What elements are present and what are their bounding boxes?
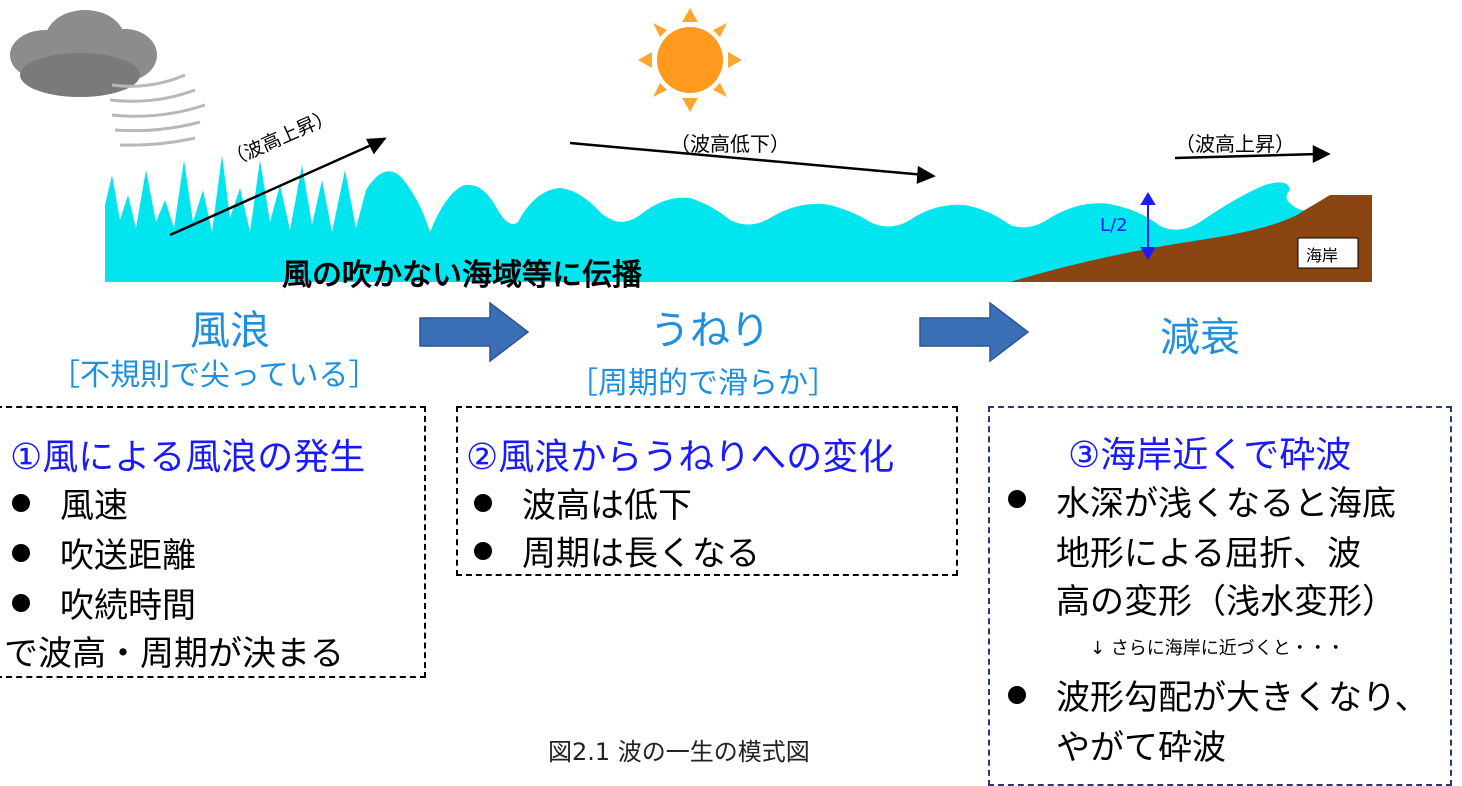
box1-bullet-2-text: 吹送距離: [60, 536, 196, 576]
half-wavelength-marker: [1140, 192, 1156, 260]
box2-bullet-2-text: 周期は長くなる: [522, 534, 760, 574]
box3-bullet-1-line-2: 地形による屈折、波: [1056, 534, 1361, 574]
box3-note: ↓ さらに海岸に近づくと・・・: [1090, 638, 1345, 659]
box3-title: ③海岸近くで砕波: [1068, 435, 1352, 476]
box-breaking-near-coast: ③海岸近くで砕波 水深が浅くなると海底 地形による屈折、波 高の変形（浅水変形）…: [988, 406, 1452, 786]
box1-footer: で波高・周期が決まる: [4, 634, 344, 674]
propagation-label: 風の吹かない海域等に伝播: [282, 258, 642, 293]
box3-bullet-1-line-1: 水深が浅くなると海底: [1056, 484, 1396, 524]
wind-lines: [109, 73, 206, 147]
box3-bullet-1-line-3: 高の変形（浅水変形）: [1056, 582, 1396, 622]
bullet-dot: [1008, 490, 1026, 508]
bullet-dot: [12, 543, 30, 562]
box2-title: ②風浪からうねりへの変化: [466, 437, 895, 478]
box1-title: ①風による風浪の発生: [10, 437, 366, 478]
box2-bullet-1-text: 波高は低下: [522, 486, 692, 526]
coast-land: [1010, 195, 1372, 282]
box2-bullet-1: 波高は低下: [474, 478, 692, 527]
stage-arrow-2: [919, 301, 1030, 363]
stage-decay: 減衰: [1160, 315, 1240, 361]
box1-bullet-1: 風速: [12, 478, 128, 527]
arrow-label-rise-2: （波高上昇）: [1175, 132, 1295, 156]
half-wavelength-label: L/2: [1100, 215, 1128, 236]
stage-swell-sub: ［周期的で滑らか］: [568, 366, 838, 401]
coast-label-box: [1297, 237, 1359, 269]
box1-bullet-3: 吹続時間: [12, 578, 196, 627]
stage-swell: うねり: [650, 308, 770, 354]
box3-bullet-2-line-1: 波形勾配が大きくなり、: [1056, 678, 1429, 718]
bullet-dot: [474, 493, 492, 512]
arrow-label-fall: （波高低下）: [670, 132, 790, 156]
bullet-dot: [12, 493, 30, 512]
box1-bullet-1-text: 風速: [60, 486, 128, 526]
box1-bullet-2: 吹送距離: [12, 528, 196, 577]
bullet-dot: [474, 541, 492, 560]
bullet-dot: [12, 593, 30, 612]
coast-label: 海岸: [1306, 246, 1339, 265]
stage-wind-wave-sub: ［不規則で尖っている］: [50, 358, 379, 393]
box2-bullet-2: 周期は長くなる: [474, 526, 760, 575]
stage-wind-wave: 風浪: [190, 308, 270, 354]
bullet-dot: [1008, 686, 1026, 704]
box-wind-wave-generation: ①風による風浪の発生 風速 吹送距離 吹続時間 で波高・周期が決まる: [0, 406, 426, 678]
sun-icon: [638, 8, 742, 112]
box1-bullet-3-text: 吹続時間: [60, 586, 196, 626]
trend-arrows: [169, 137, 1331, 237]
sea-water: [105, 155, 1330, 282]
figure-caption: 図2.1 波の一生の模式図: [548, 738, 810, 766]
stage-arrow-1: [419, 301, 530, 363]
box-swell-change: ②風浪からうねりへの変化 波高は低下 周期は長くなる: [456, 406, 958, 576]
box3-bullet-2-line-2: やがて砕波: [1056, 728, 1226, 768]
cloud-icon: [10, 10, 157, 97]
